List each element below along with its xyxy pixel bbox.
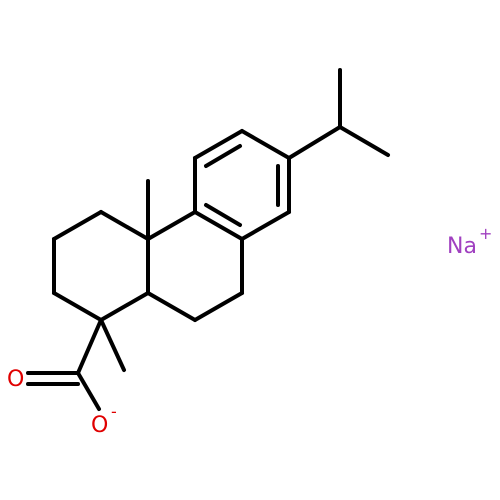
bond-methyl-bottom [99,318,126,372]
sodium-charge-label: + [479,224,492,243]
sodium-label: Na [447,234,477,259]
bond-isopropyl-1 [287,125,342,160]
bond-carboxylate-o [76,371,101,411]
bond-isopropyl-3 [338,125,390,157]
carboxylate-charge-label: - [111,402,117,421]
bond-ar-4 [240,210,291,241]
bond-ar-2 [240,129,291,160]
bond-layer [26,68,390,411]
bond-carboxyl-c [76,318,103,375]
label-layer: O O - Na + [7,224,492,438]
bond-ar-1-inner [204,144,242,168]
bond-ar-1 [193,129,244,160]
bond-ar-5-inner [204,203,242,227]
bond-mid-1 [146,210,197,241]
bond-left-5 [99,291,150,322]
bond-mid-4 [193,291,244,322]
carboxylate-oxygen-label: O [91,413,108,438]
bond-left-2 [52,210,103,241]
bond-left-4 [52,291,103,322]
bond-mid-3 [146,291,197,322]
carbonyl-oxygen-label: O [7,367,24,392]
bond-left-1 [99,210,150,241]
bond-ar-5 [193,210,244,241]
